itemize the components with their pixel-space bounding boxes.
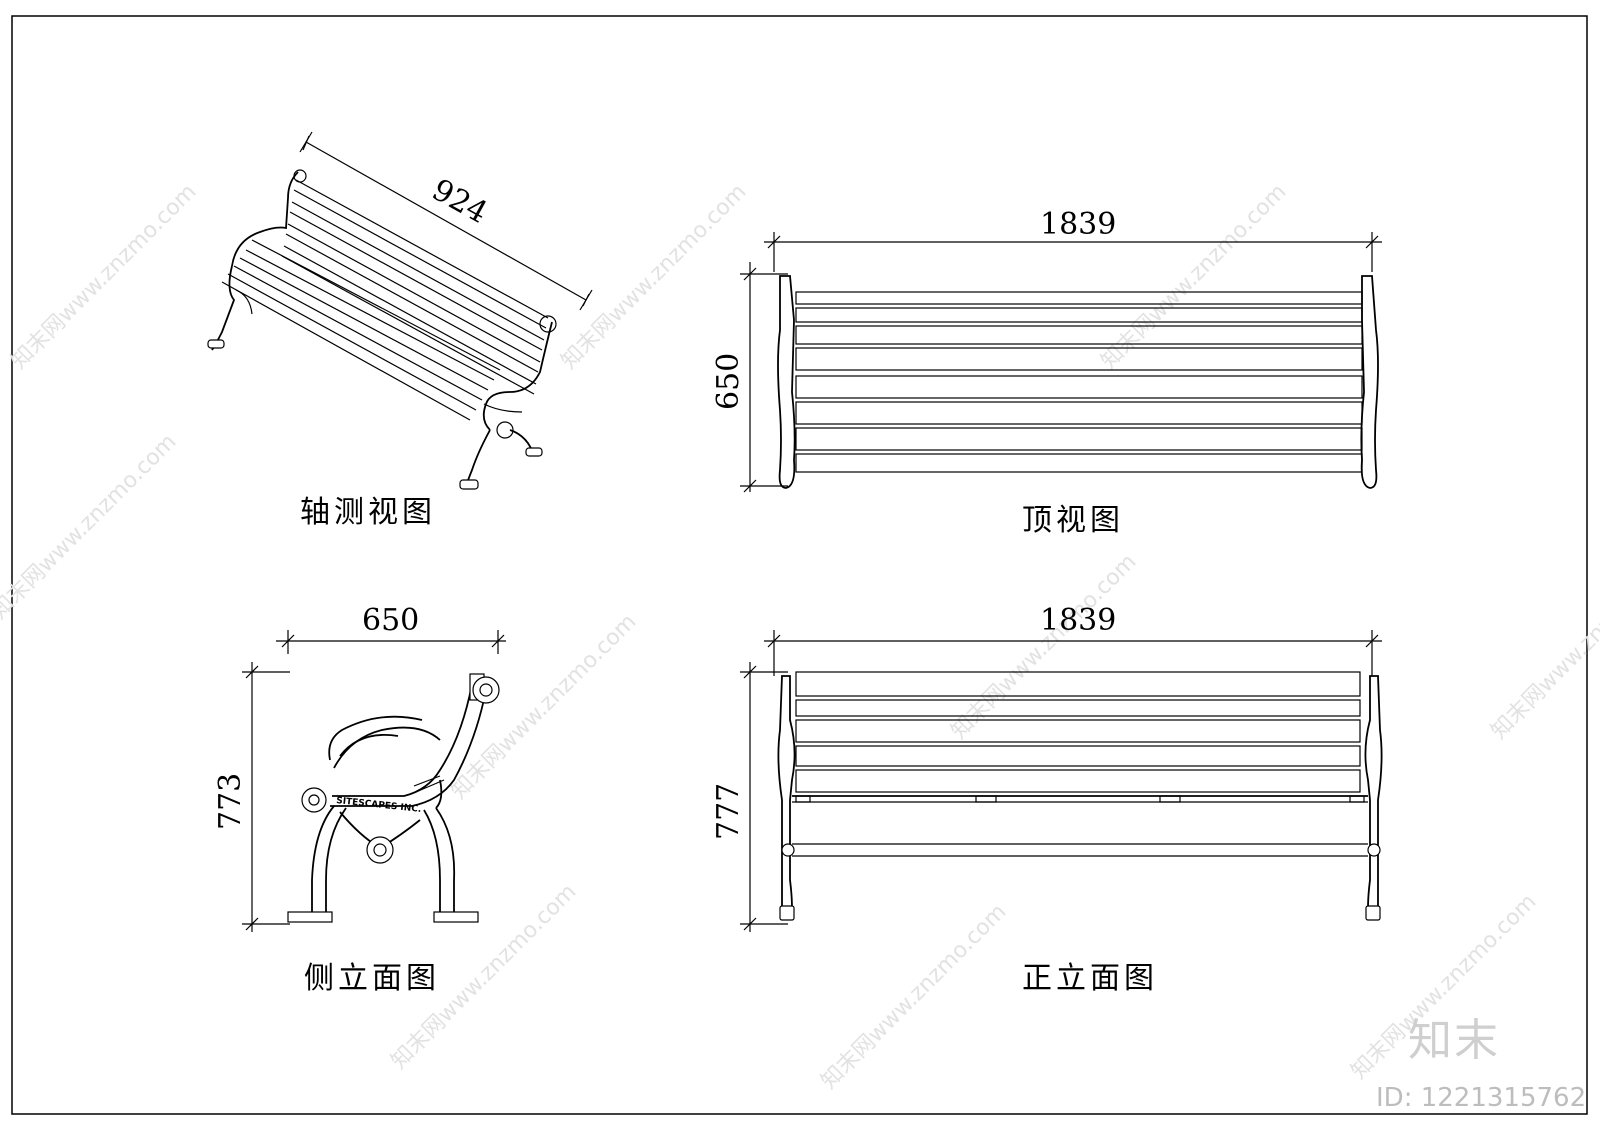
top-width-dimension: 1839 [764, 207, 1382, 272]
front-caption: 正立面图 [1022, 961, 1158, 996]
side-brand-plate: SITESCAPES INC. [336, 796, 422, 815]
axonometric-dimension: 924 [299, 131, 593, 311]
front-seat-rail [792, 795, 1368, 803]
top-view: 1839 650 顶视图 [711, 207, 1382, 538]
axonometric-backrest [281, 179, 549, 395]
side-height-dimension: 773 [213, 662, 290, 932]
axonometric-right-frame [459, 315, 557, 490]
front-right-post [1364, 675, 1383, 909]
front-backrest-slats [795, 671, 1361, 793]
watermark-text: 知末网www.znzmo.com [0, 429, 181, 624]
top-right-end [1360, 275, 1379, 489]
side-caption: 侧立面图 [304, 961, 440, 996]
side-height-label: 773 [213, 773, 248, 830]
top-depth-label: 650 [711, 353, 746, 410]
watermark-text: 知末网www.znzmo.com [947, 549, 1142, 744]
watermark-text: 知末网www.znzmo.com [1487, 549, 1600, 744]
watermark-text: 知末网www.znzmo.com [557, 179, 752, 374]
side-width-label: 650 [362, 603, 419, 638]
front-height-label: 777 [711, 783, 746, 840]
front-stretcher [781, 843, 1381, 857]
watermark-id: ID: 1221315762 [1376, 1083, 1586, 1113]
axonometric-view: 924 [207, 131, 593, 530]
top-slats [795, 291, 1363, 473]
axonometric-seat [221, 239, 501, 421]
top-depth-dimension: 650 [711, 262, 788, 493]
watermark-text: 知末网www.znzmo.com [7, 179, 202, 374]
front-view: 1839 777 [711, 603, 1383, 996]
watermark-text: 知末网www.znzmo.com [447, 609, 642, 804]
front-width-label: 1839 [1040, 603, 1116, 638]
watermark-brand: 知末 [1408, 1015, 1500, 1066]
front-left-post [777, 675, 796, 909]
axonometric-left-frame [207, 169, 307, 351]
axonometric-caption: 轴测视图 [300, 495, 436, 530]
watermark-layer: 知末网www.znzmo.com 知末网www.znzmo.com 知末网www… [0, 179, 1600, 1094]
top-caption: 顶视图 [1022, 503, 1124, 538]
front-height-dimension: 777 [711, 662, 788, 932]
watermark-text: 知末网www.znzmo.com [1097, 179, 1292, 374]
sheet-border [11, 15, 1588, 1115]
axonometric-dimension-label: 924 [426, 172, 493, 230]
watermark-text: 知末网www.znzmo.com [817, 899, 1012, 1094]
top-left-end [777, 275, 796, 489]
side-width-dimension: 650 [276, 603, 506, 654]
top-width-label: 1839 [1040, 207, 1116, 242]
front-width-dimension: 1839 [764, 603, 1382, 676]
side-view: 650 773 [213, 603, 506, 996]
